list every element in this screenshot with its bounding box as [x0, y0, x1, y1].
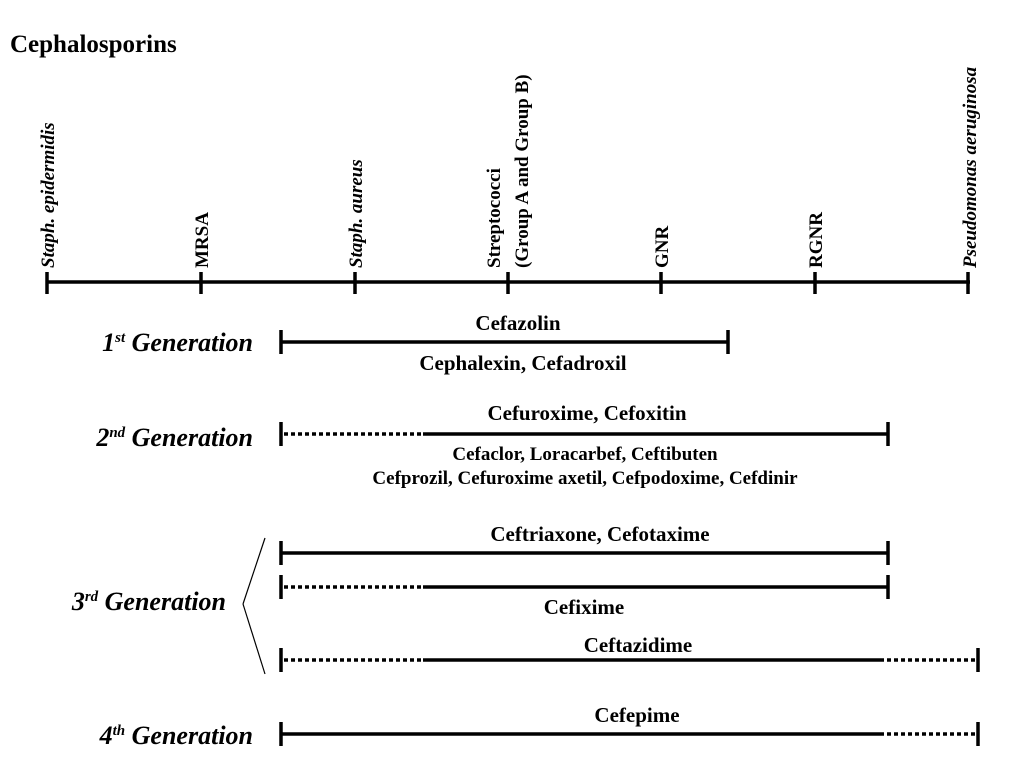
bracket-upper: [242, 537, 266, 605]
gen3-bracket: [242, 537, 266, 675]
drug-label-ceftriaxone-cefotaxime: Ceftriaxone, Cefotaxime: [490, 522, 709, 546]
gen1-spectrum: Cefazolin Cephalexin, Cefadroxil: [279, 311, 730, 375]
gen3a-spectrum: Ceftriaxone, Cefotaxime: [279, 522, 890, 565]
organism-label-pseudomonas: Pseudomonas aeruginosa: [960, 66, 981, 269]
organism-label-streptococci-groups: (Group A and Group B): [512, 74, 533, 268]
drug-label-cefazolin: Cefazolin: [475, 311, 560, 335]
diagram-title: Cephalosporins: [10, 31, 177, 58]
drug-label-cefuroxime-cefoxitin: Cefuroxime, Cefoxitin: [487, 401, 686, 425]
drug-label-ceftazidime: Ceftazidime: [584, 633, 692, 657]
drug-label-cefaclor-group: Cefaclor, Loracarbef, Ceftibuten: [452, 444, 718, 465]
generation-label-4th: 4th Generation: [99, 721, 253, 750]
organism-label-rgnr: RGNR: [806, 212, 827, 268]
spectrum-axis: [45, 272, 970, 294]
drug-label-cephalexin-cefadroxil: Cephalexin, Cefadroxil: [419, 351, 626, 375]
organism-label-staph-aureus: Staph. aureus: [346, 159, 367, 268]
bracket-lower: [242, 603, 266, 675]
drug-label-cefprozil-group: Cefprozil, Cefuroxime axetil, Cefpodoxim…: [372, 468, 798, 489]
gen3b-spectrum: Cefixime: [279, 575, 890, 619]
gen4-spectrum: Cefepime: [279, 703, 980, 746]
generation-label-1st: 1st Generation: [102, 328, 253, 357]
gen3c-spectrum: Ceftazidime: [279, 633, 980, 672]
organism-label-streptococci: Streptococci: [484, 168, 505, 268]
organism-label-gnr: GNR: [652, 226, 673, 269]
generation-label-2nd: 2nd Generation: [95, 423, 253, 452]
organism-labels: Staph. epidermidis MRSA Staph. aureus St…: [38, 66, 981, 269]
drug-label-cefepime: Cefepime: [594, 703, 679, 727]
generation-labels: 1st Generation 2nd Generation 3rd Genera…: [71, 328, 253, 750]
generation-label-3rd: 3rd Generation: [71, 587, 226, 616]
gen2-spectrum: Cefuroxime, Cefoxitin Cefaclor, Loracarb…: [279, 401, 890, 489]
drug-label-cefixime: Cefixime: [544, 595, 624, 619]
organism-label-staph-epidermidis: Staph. epidermidis: [38, 122, 59, 268]
organism-label-mrsa: MRSA: [192, 212, 213, 268]
